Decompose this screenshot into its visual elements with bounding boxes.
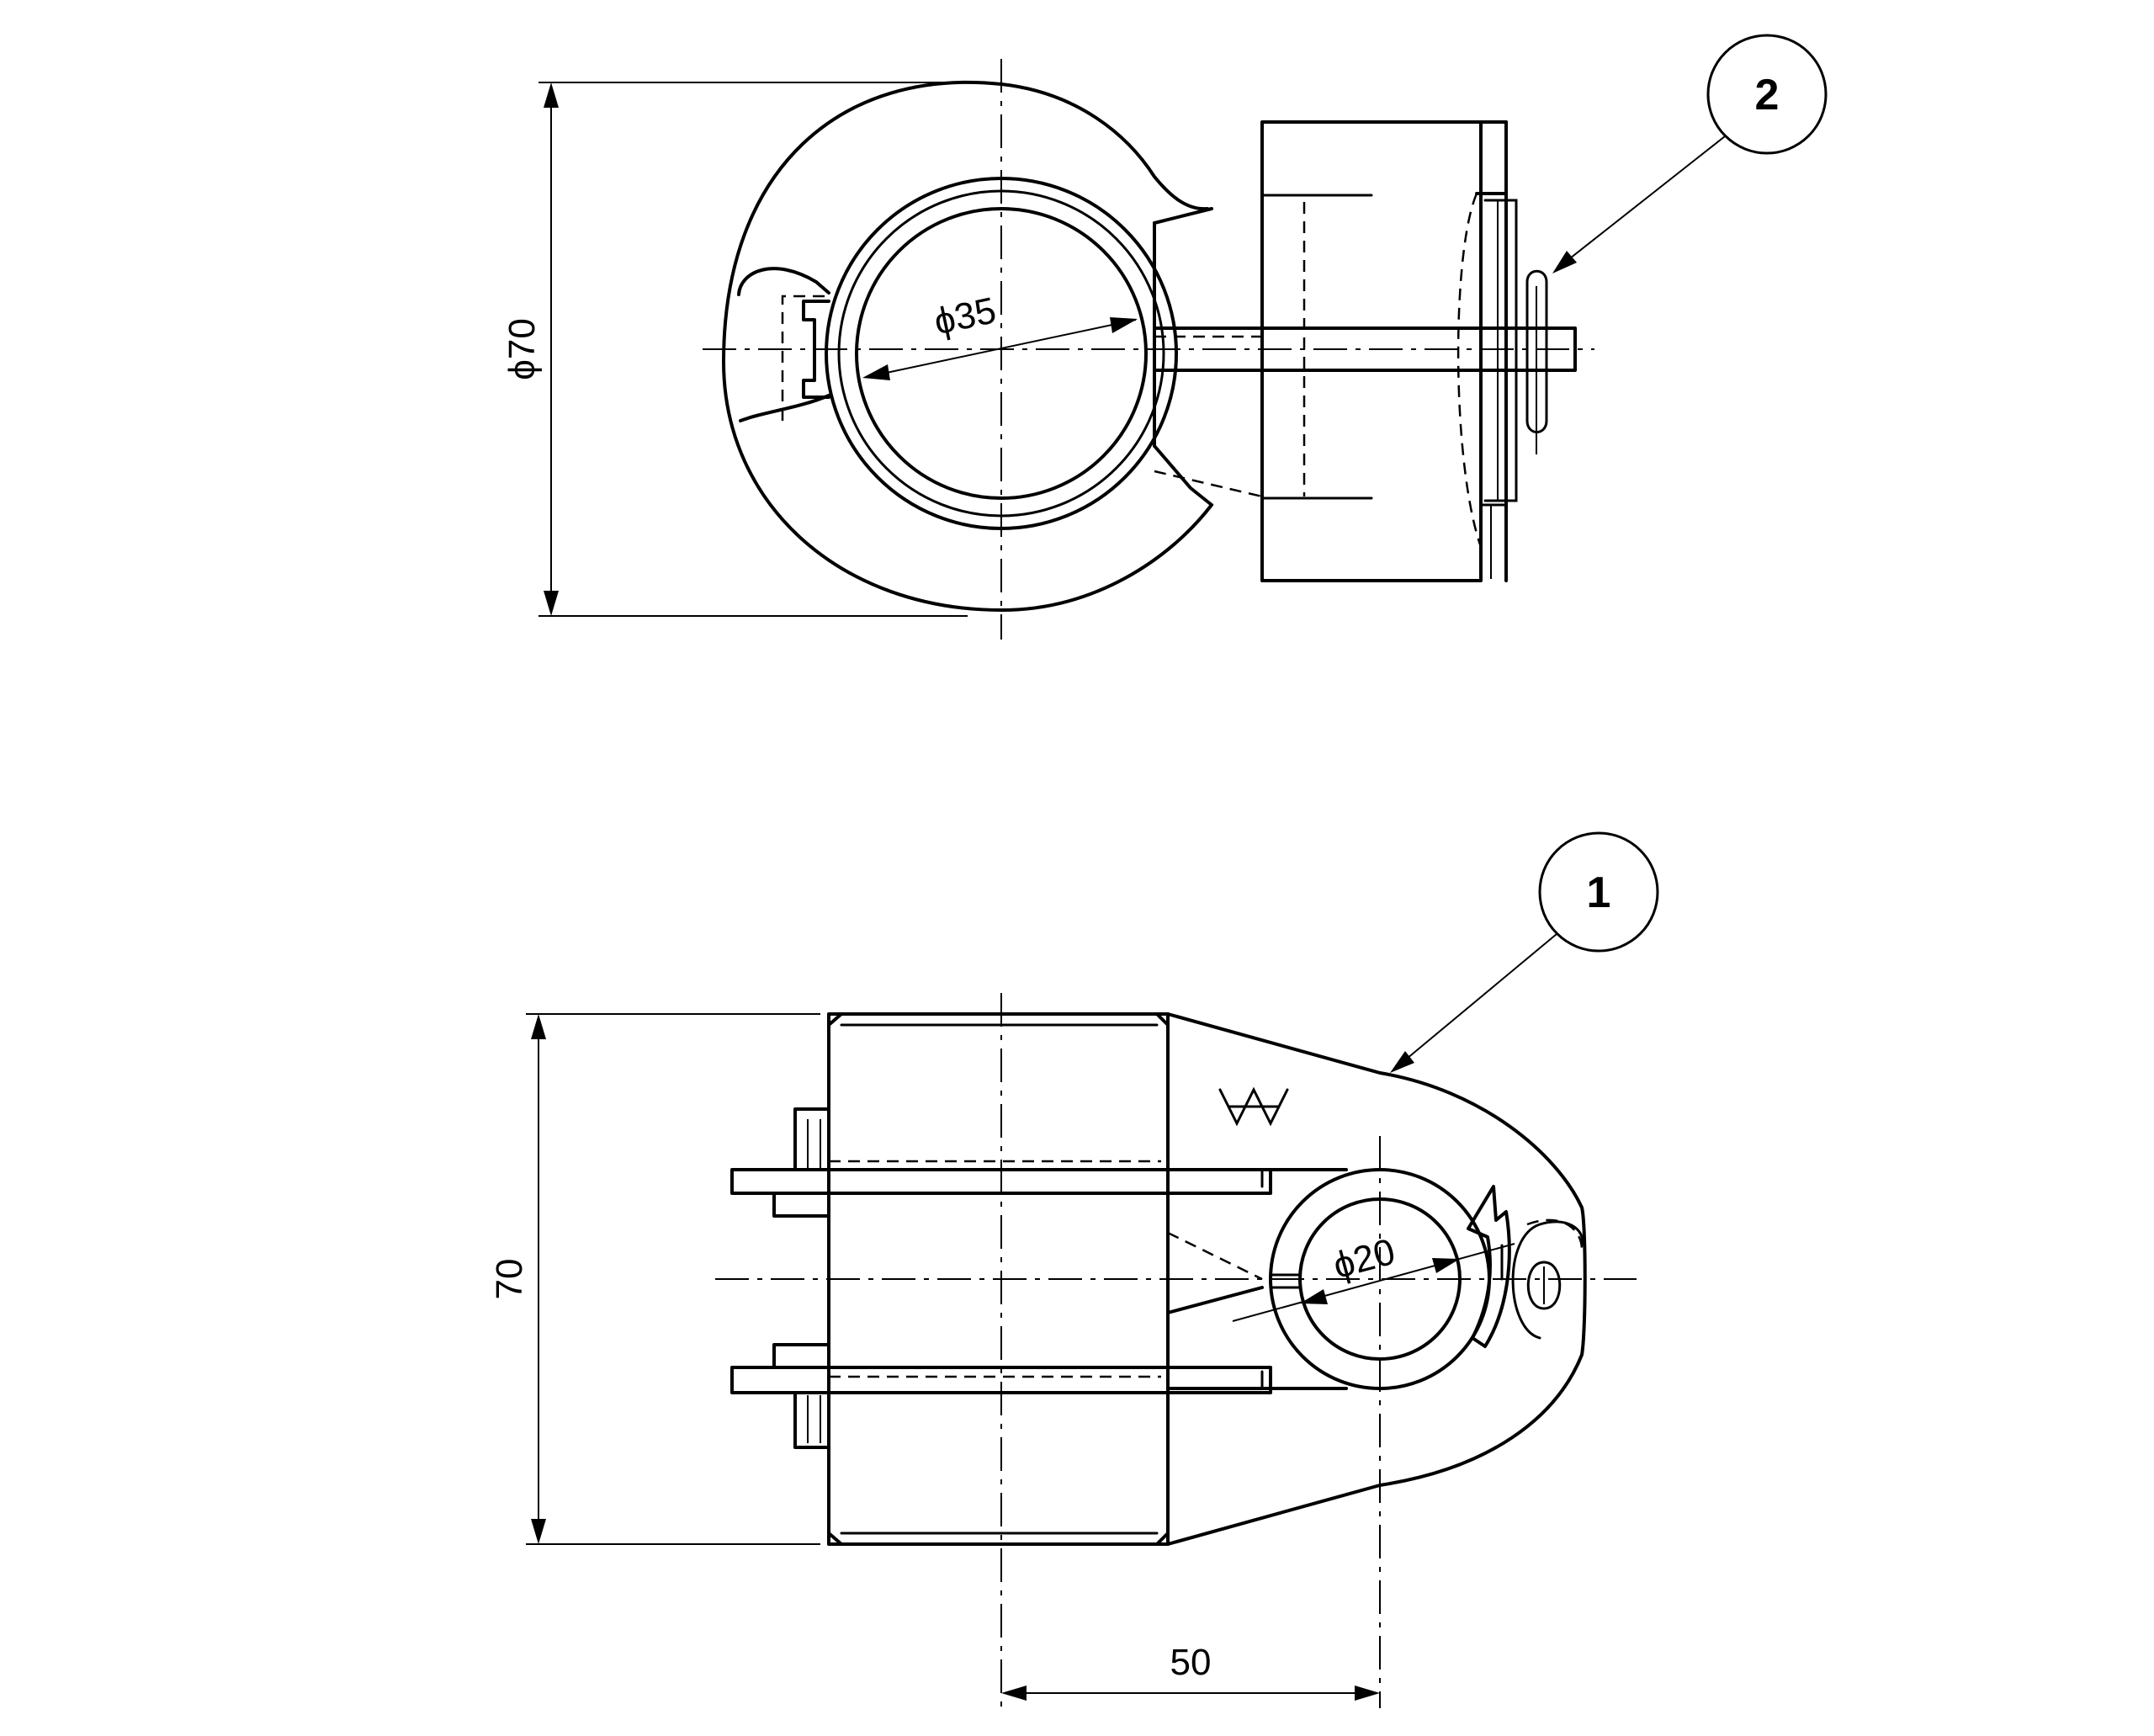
label-bottom-center-50: 50 xyxy=(1170,1642,1212,1683)
bottom-tapered-arm xyxy=(1166,1012,1587,1546)
top-cotter-pin xyxy=(1525,269,1548,433)
bottom-view xyxy=(715,993,1637,1708)
label-top-diameter-35: ϕ35 xyxy=(931,289,1000,342)
bottom-pin-slot xyxy=(1526,1261,1562,1310)
bottom-right-lobe-hidden xyxy=(1526,1218,1584,1250)
bottom-lower-bolt xyxy=(730,1366,1272,1394)
manufacturer-logo-icon xyxy=(1218,1086,1289,1127)
label-bottom-height-70: 70 xyxy=(489,1259,530,1300)
top-neck-upper xyxy=(1153,207,1213,225)
top-right-plate xyxy=(1483,199,1518,502)
top-housing-cap xyxy=(1458,120,1508,195)
bottom-bore-split xyxy=(1269,1273,1302,1289)
top-left-lug-hidden xyxy=(781,295,829,421)
bottom-spring-clip xyxy=(1467,1185,1511,1348)
top-housing-hidden-5 xyxy=(1154,470,1263,498)
top-neck-lower xyxy=(1153,444,1213,507)
bottom-body-top-chamfer xyxy=(827,1012,1170,1027)
bottom-upper-nut xyxy=(772,1107,830,1218)
top-left-lug-lower xyxy=(739,394,830,422)
bottom-lower-nut xyxy=(772,1343,830,1449)
balloon-2-label: 2 xyxy=(1755,71,1780,119)
dim-top-diameter-35: ϕ35 xyxy=(862,289,1138,380)
bottom-arm-lower-diag xyxy=(1166,1286,1264,1314)
top-bore-inner xyxy=(855,207,1148,500)
balloon-1-label: 1 xyxy=(1587,868,1611,917)
top-view xyxy=(703,59,1594,640)
dim-bottom-center-50: 50 xyxy=(1001,1642,1380,1701)
bottom-right-lobe xyxy=(1511,1220,1584,1340)
top-housing-hidden-2 xyxy=(1456,193,1483,548)
top-pin xyxy=(1153,326,1577,372)
top-housing xyxy=(1260,120,1483,582)
balloon-1: 1 xyxy=(1390,831,1659,1073)
dim-top-diameter-70: ϕ70 xyxy=(501,82,968,617)
label-top-diameter-70: ϕ70 xyxy=(501,318,543,380)
top-left-lug xyxy=(737,267,830,296)
dim-bottom-height-70: 70 xyxy=(489,1013,820,1545)
top-right-foot xyxy=(1481,503,1508,581)
bottom-body-bottom-chamfer xyxy=(827,1532,1170,1546)
balloon-2: 2 xyxy=(1552,34,1828,273)
bottom-arm-hidden-diag xyxy=(1167,1231,1263,1281)
bottom-upper-bolt xyxy=(730,1168,1272,1195)
top-outer-eye xyxy=(722,80,1213,612)
